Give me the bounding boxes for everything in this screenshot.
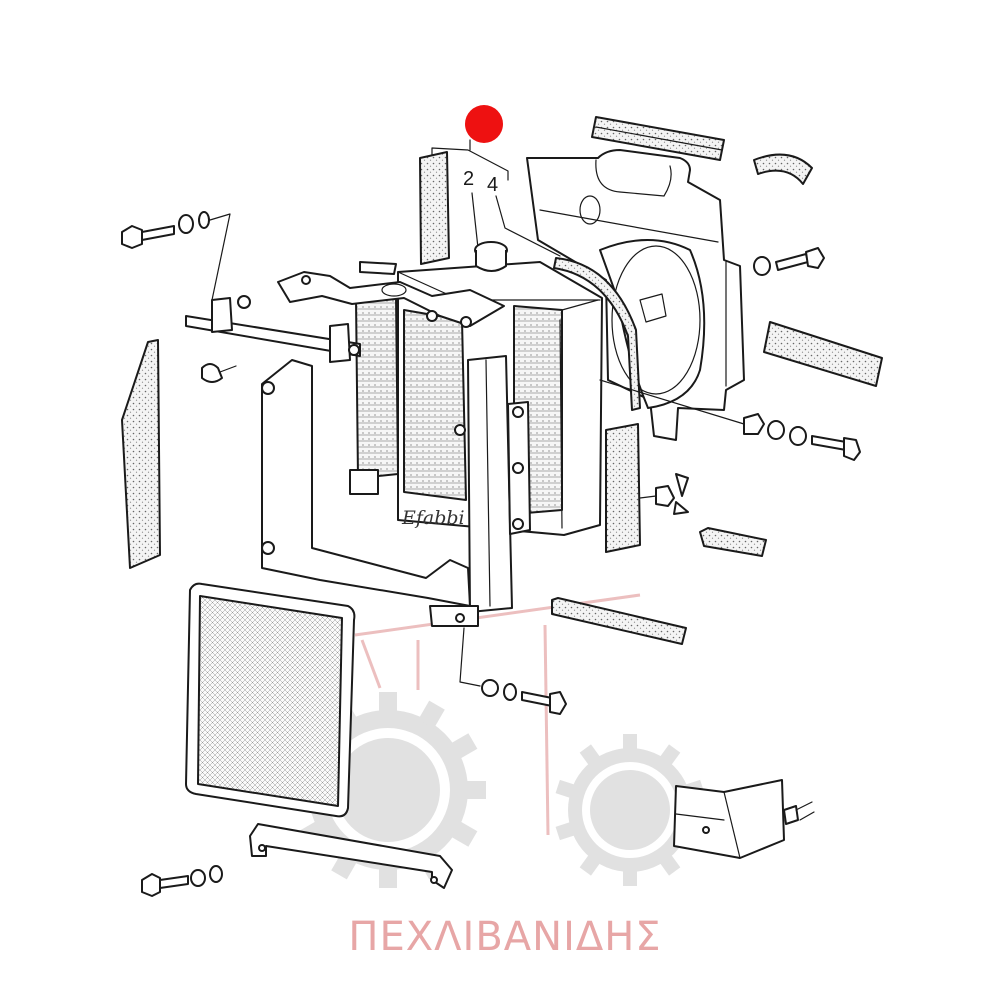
selection-marker [465, 105, 503, 143]
bolt-set-top-left [121, 211, 231, 301]
callout-4: 4 [487, 174, 498, 196]
grille-screen [185, 582, 356, 818]
foam-strip-vertical [419, 151, 450, 265]
fan-shroud [526, 149, 745, 441]
bolt-set-bottom-left [141, 865, 223, 897]
foam-strip-top [591, 116, 725, 161]
foam-strip-curved [753, 153, 813, 185]
top-bracket [277, 261, 505, 328]
foam-strip-left [121, 339, 161, 569]
callout-bracket [431, 139, 509, 181]
watermark-text: ΠΕΧΛΙΒΑΝΙΔΗΣ [348, 914, 661, 960]
radiator-brand-label: Efabbi [401, 507, 465, 529]
tie-rod [185, 295, 361, 363]
bolt-set-bottom [459, 627, 567, 715]
foam-strip-right [763, 321, 883, 387]
leader-4 [495, 195, 561, 257]
callout-2: 2 [463, 168, 474, 190]
rubber-buffer [201, 363, 237, 383]
mount-bracket [673, 779, 815, 859]
foam-block-small [699, 527, 767, 557]
bolt-set-right-middle [599, 379, 861, 461]
foam-strip-bottom [551, 597, 687, 645]
radiator-side-frame [261, 355, 531, 627]
wing-nut [639, 473, 689, 515]
leader-2 [471, 192, 479, 249]
bolt-set-right-upper [753, 247, 825, 276]
foam-pad-side [605, 423, 641, 553]
bottom-bracket [249, 823, 453, 889]
